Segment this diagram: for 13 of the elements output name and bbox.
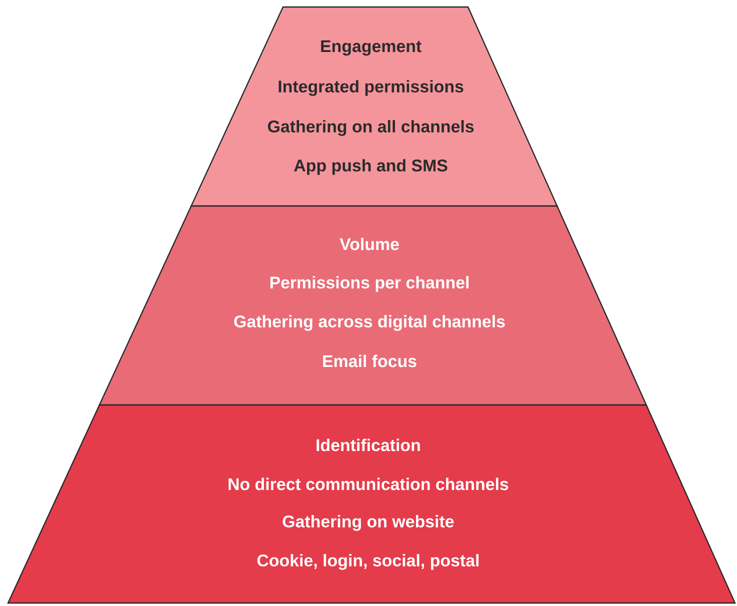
tier-text: Engagement [321,40,422,56]
tier-text: Identification [316,438,420,452]
tier-text: No direct communication channels [228,478,508,490]
tier-text: Gathering on website [282,515,454,531]
tier-text: Permissions per channel [270,276,469,292]
tier-text: App push and SMS [294,159,448,175]
tier-text: Gathering on all channels [268,120,474,136]
tier-text: Volume [340,238,399,250]
tier-text: Integrated permissions [278,80,464,96]
tier-text: Cookie, login, social, postal [257,554,479,570]
pyramid-tier [7,404,736,604]
tier-text: Gathering across digital channels [234,315,505,331]
tier-text: Email focus [323,354,416,368]
